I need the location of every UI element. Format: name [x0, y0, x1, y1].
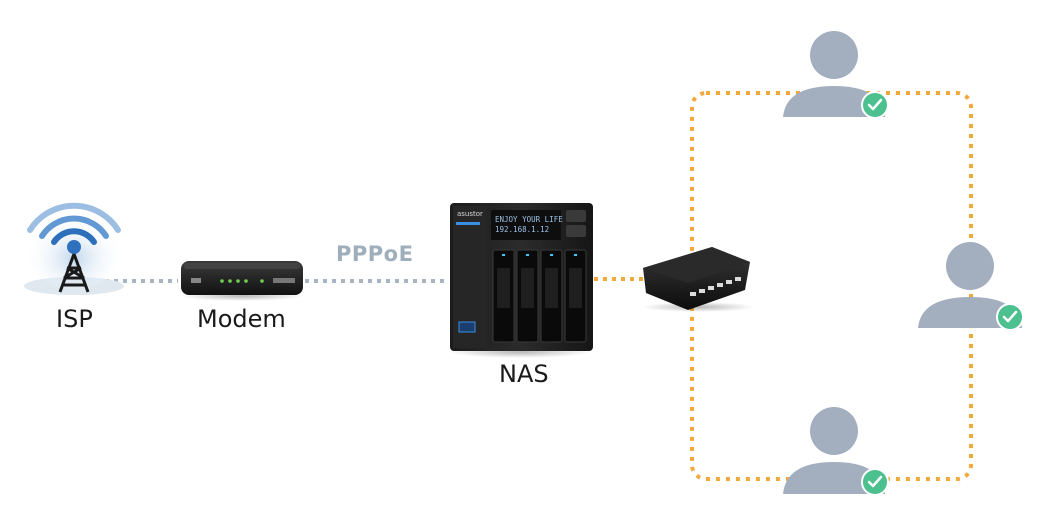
modem-label: Modem [197, 305, 286, 333]
network-switch [642, 247, 754, 312]
modem-device [180, 261, 304, 301]
user-icon-top [783, 31, 889, 119]
isp-label: ISP [56, 305, 93, 333]
signal-tower-icon [24, 202, 124, 295]
svg-text:asustor: asustor [457, 210, 483, 218]
nas-device: asustor ENJOY YOUR LIFE 192.168.1.12 [448, 203, 593, 358]
svg-text:ENJOY YOUR LIFE: ENJOY YOUR LIFE [495, 215, 563, 224]
pppoe-label: PPPoE [336, 242, 414, 266]
svg-text:192.168.1.12: 192.168.1.12 [495, 225, 549, 234]
user-icon-bottom [783, 407, 889, 496]
user-icon-right [918, 242, 1024, 331]
nas-label: NAS [499, 360, 549, 388]
